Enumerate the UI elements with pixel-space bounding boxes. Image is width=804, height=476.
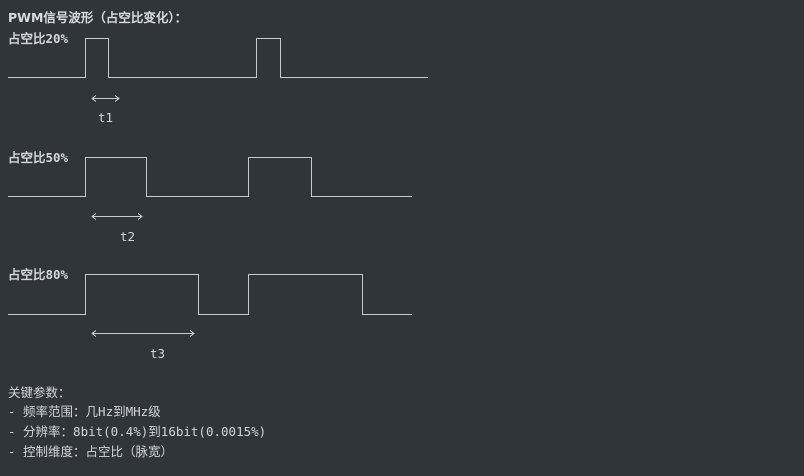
period-label-t1: t1 (98, 110, 114, 125)
wave-50-line (8, 157, 412, 197)
wave-label-50: 占空比50% (8, 150, 69, 165)
wave-20-line (8, 38, 428, 78)
params-heading: 关键参数： (8, 385, 71, 400)
wave-label-20: 占空比20% (8, 31, 69, 46)
wave-80-line (8, 274, 412, 315)
period-label-t3: t3 (150, 346, 166, 361)
diagram-title: PWM信号波形（占空比变化）： (8, 10, 188, 25)
period-arrow-t1 (91, 95, 120, 102)
period-label-t2: t2 (120, 229, 136, 244)
period-arrow-t3 (91, 330, 195, 337)
param-item-control: - 控制维度：占空比（脉宽） (8, 444, 174, 459)
param-item-frequency: - 频率范围：几Hz到MHz级 (8, 404, 161, 419)
wave-label-80: 占空比80% (8, 267, 69, 282)
param-item-resolution: - 分辨率：8bit(0.4%)到16bit(0.0015%) (8, 424, 267, 439)
period-arrow-t2 (91, 213, 143, 220)
